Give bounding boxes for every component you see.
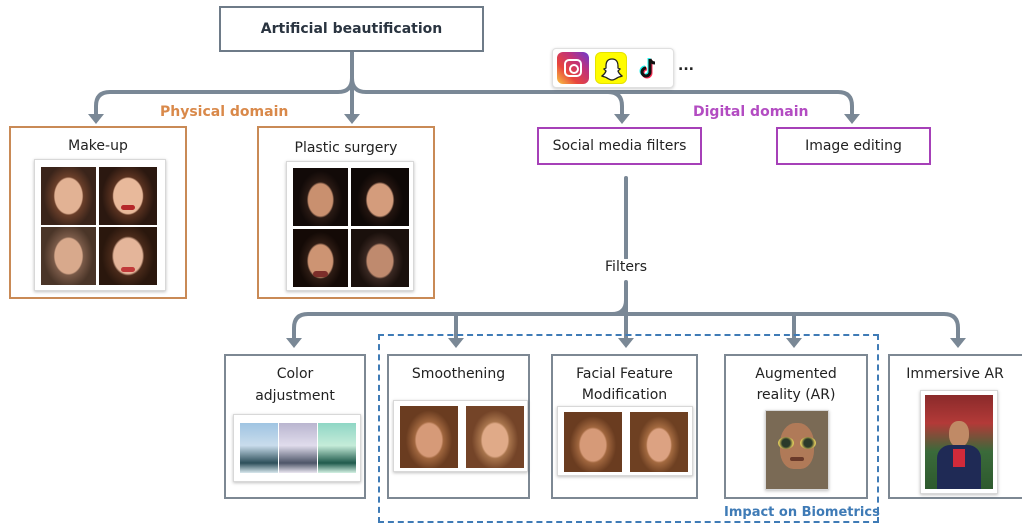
plastic-surgery-label: Plastic surgery — [294, 140, 398, 156]
smoothening-node: Smoothening — [387, 354, 530, 499]
instagram-icon — [557, 52, 589, 84]
makeup-faces-image — [34, 159, 166, 291]
makeup-label: Make-up — [68, 138, 128, 154]
digital-domain-label: Digital domain — [693, 104, 809, 120]
physical-domain-label: Physical domain — [160, 104, 289, 120]
immersive-ar-label: Immersive AR — [906, 366, 1004, 382]
plastic-surgery-node: Plastic surgery — [257, 126, 435, 299]
facial-feature-label-line2: Modification — [581, 387, 668, 403]
makeup-node: Make-up — [9, 126, 187, 299]
impact-on-biometrics-region — [378, 334, 879, 523]
immersive-ar-node: Immersive AR — [888, 354, 1022, 499]
filters-label: Filters — [600, 259, 652, 275]
facial-feature-modification-image — [557, 406, 693, 476]
color-adjustment-image — [233, 414, 361, 482]
facial-feature-modification-node: Facial Feature Modification — [551, 354, 698, 499]
impact-on-biometrics-label: Impact on Biometrics — [724, 505, 880, 520]
smoothening-label: Smoothening — [411, 366, 506, 382]
social-media-filters-node[interactable]: Social media filters — [537, 127, 702, 165]
more-platforms-ellipsis: ... — [678, 58, 694, 74]
smoothening-image — [393, 400, 528, 472]
augmented-reality-label-line2: reality (AR) — [756, 387, 836, 403]
facial-feature-label-line1: Facial Feature — [576, 366, 673, 382]
immersive-ar-image — [920, 390, 998, 494]
augmented-reality-node: Augmented reality (AR) — [724, 354, 868, 499]
image-editing-node[interactable]: Image editing — [776, 127, 931, 165]
plastic-surgery-faces-image — [286, 161, 414, 291]
color-adjustment-node: Color adjustment — [224, 354, 366, 499]
augmented-reality-label-line1: Augmented — [755, 366, 837, 382]
tiktok-icon — [633, 52, 665, 84]
social-media-filters-label: Social media filters — [552, 138, 687, 154]
color-adjustment-label-line1: Color — [276, 366, 314, 382]
image-editing-label: Image editing — [805, 138, 902, 154]
root-title: Artificial beautification — [260, 21, 443, 37]
augmented-reality-image — [765, 410, 829, 490]
color-adjustment-label-line2: adjustment — [255, 388, 335, 404]
root-node: Artificial beautification — [219, 6, 484, 52]
snapchat-icon — [595, 52, 627, 84]
social-icons-strip — [552, 48, 674, 88]
